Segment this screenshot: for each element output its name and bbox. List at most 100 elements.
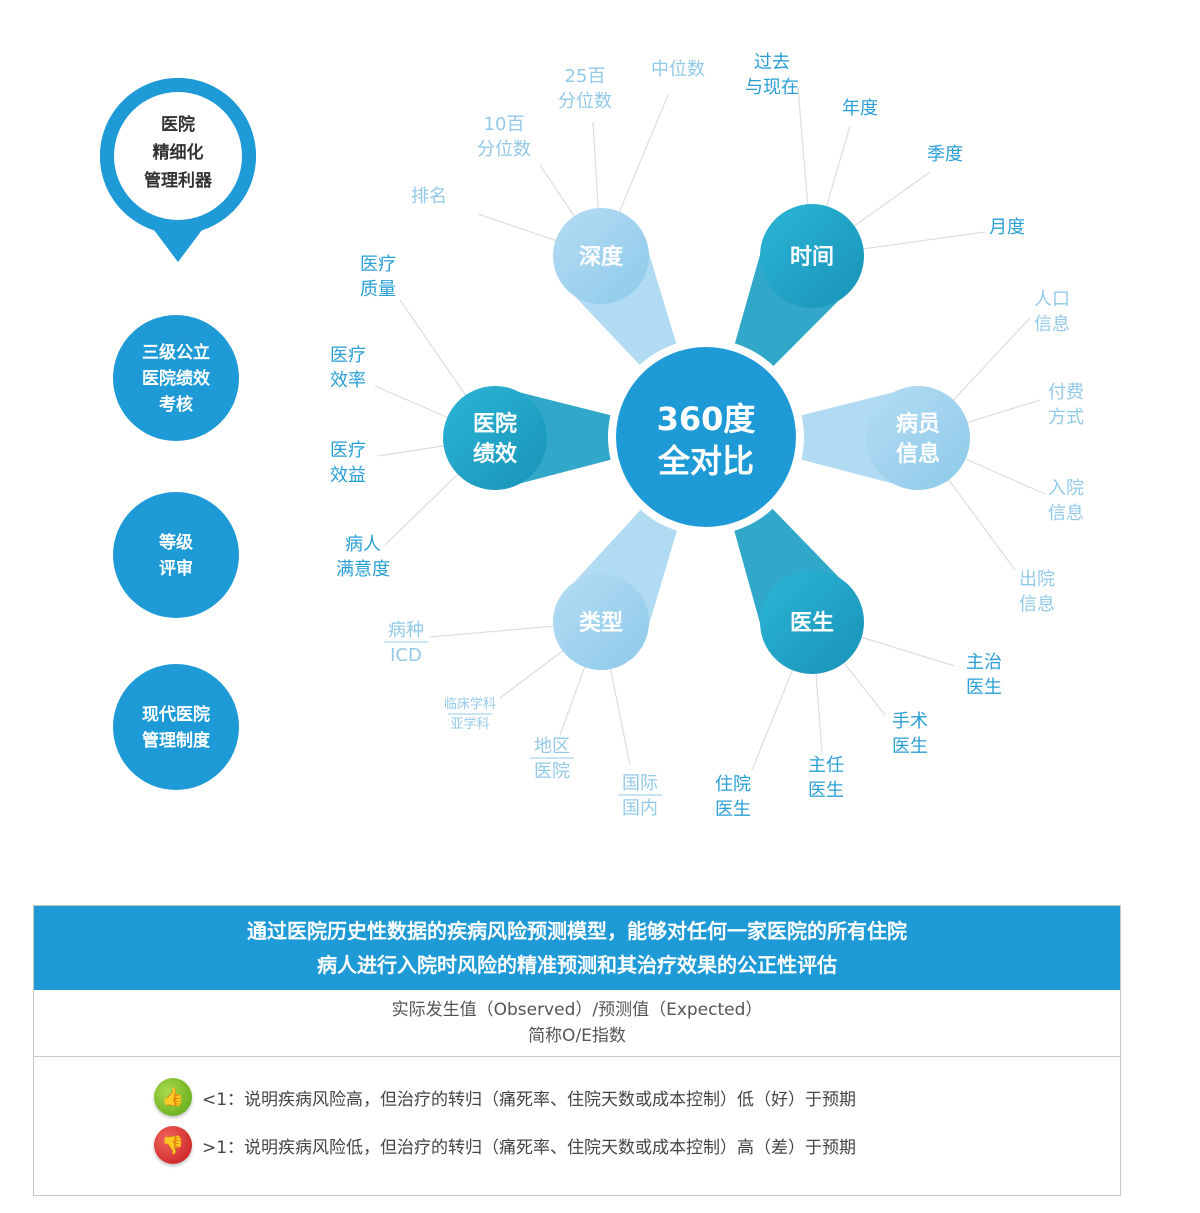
label-time-0-line-0: 过去 bbox=[754, 52, 790, 73]
sidebar-circle-3-line-1: 现代医院 bbox=[142, 704, 210, 725]
info-box: 通过医院历史性数据的疾病风险预测模型，能够对任何一家医院的所有住院 病人进行入院… bbox=[33, 905, 1121, 1196]
label-patient-3-line-1: 信息 bbox=[1019, 594, 1055, 615]
petal-circle-perf bbox=[443, 386, 547, 490]
label-time-1: 年度 bbox=[842, 98, 878, 119]
petal-circle-doctor bbox=[760, 570, 864, 674]
pin-line-3: 管理利器 bbox=[144, 170, 213, 191]
label-doctor-1-line-0: 手术 bbox=[892, 711, 928, 732]
label-depth-0: 排名 bbox=[411, 186, 447, 207]
sidebar-circle-grade: 等级 评审 bbox=[113, 492, 239, 618]
center-node: 360度 全对比 bbox=[608, 339, 804, 535]
label-time-2: 季度 bbox=[927, 144, 963, 165]
label-perf-2-line-0: 医疗 bbox=[330, 440, 366, 461]
label-patient-0-line-1: 信息 bbox=[1034, 314, 1070, 335]
petal-circle-type bbox=[553, 574, 649, 670]
thumbs-down-icon: 👎 bbox=[154, 1126, 192, 1164]
label-perf-3-line-0: 病人 bbox=[345, 534, 381, 555]
petal-perf-line-1: 绩效 bbox=[473, 441, 517, 467]
legend-good-row: 👍 <1：说明疾病风险高，但治疗的转归（痛死率、住院天数或成本控制）低（好）于预… bbox=[154, 1078, 856, 1116]
sidebar-circle-1-line-3: 考核 bbox=[158, 394, 193, 415]
petal-circle-depth bbox=[553, 208, 649, 304]
label-doctor-2-line-0: 主任 bbox=[808, 755, 844, 776]
sidebar-circle-tertiary: 三级公立 医院绩效 考核 bbox=[113, 315, 239, 441]
label-doctor-0-line-1: 医生 bbox=[966, 677, 1002, 698]
label-depth-2-line-0: 25百 bbox=[565, 66, 606, 87]
center-line-2: 全对比 bbox=[657, 442, 754, 480]
label-time-3: 月度 bbox=[989, 217, 1025, 238]
petal-depth-line-0: 深度 bbox=[579, 244, 624, 270]
label-perf-1-line-1: 效率 bbox=[330, 370, 366, 391]
legend-bad-text: >1：说明疾病风险低，但治疗的转归（痛死率、住院天数或成本控制）高（差）于预期 bbox=[202, 1137, 857, 1158]
label-doctor-1-line-1: 医生 bbox=[892, 736, 928, 757]
label-time-3-line-0: 月度 bbox=[989, 217, 1025, 238]
label-depth-2-line-1: 分位数 bbox=[558, 91, 612, 112]
label-perf-0-line-0: 医疗 bbox=[360, 254, 396, 275]
petal-circle-time bbox=[760, 204, 864, 308]
label-type-2-line-0: 地区 bbox=[534, 736, 570, 757]
label-depth-1-line-0: 10百 bbox=[484, 114, 525, 135]
label-type-3-line-1: 国内 bbox=[622, 798, 658, 819]
label-depth-3-line-0: 中位数 bbox=[651, 59, 705, 80]
label-patient-1-line-1: 方式 bbox=[1048, 407, 1084, 428]
label-patient-3-line-0: 出院 bbox=[1019, 569, 1055, 590]
sidebar-pin: 医院 精细化 管理利器 bbox=[99, 78, 256, 262]
label-doctor-3-line-1: 医生 bbox=[715, 799, 751, 820]
label-type-0-line-1: ICD bbox=[390, 645, 422, 666]
legend-good-text: <1：说明疾病风险高，但治疗的转归（痛死率、住院天数或成本控制）低（好）于预期 bbox=[202, 1089, 857, 1110]
petal-patient-line-0: 病员 bbox=[896, 411, 940, 437]
info-header-line-2: 病人进行入院时风险的精准预测和其治疗效果的公正性评估 bbox=[317, 953, 837, 977]
label-perf-1-line-0: 医疗 bbox=[330, 345, 366, 366]
label-time-2-line-0: 季度 bbox=[927, 144, 963, 165]
pin-line-1: 医院 bbox=[161, 114, 195, 135]
petal-perf-line-0: 医院 bbox=[473, 411, 517, 437]
label-perf-2-line-1: 效益 bbox=[330, 465, 366, 486]
petal-time-line-0: 时间 bbox=[790, 245, 834, 270]
info-header-line-1: 通过医院历史性数据的疾病风险预测模型，能够对任何一家医院的所有住院 bbox=[247, 919, 907, 943]
formula-line-1: 实际发生值（Observed）/预测值（Expected） bbox=[391, 1000, 763, 1020]
sidebar-circle-2-line-1: 等级 bbox=[159, 532, 193, 553]
thumbs-up-icon: 👍 bbox=[154, 1078, 192, 1116]
label-doctor-3-line-0: 住院 bbox=[715, 774, 751, 795]
info-header: 通过医院历史性数据的疾病风险预测模型，能够对任何一家医院的所有住院 病人进行入院… bbox=[34, 906, 1120, 990]
label-group: 排名10百分位数25百分位数中位数过去与现在年度季度月度人口信息付费方式入院信息… bbox=[330, 52, 1084, 820]
label-type-3-line-0: 国际 bbox=[622, 773, 658, 794]
center-line-1: 360度 bbox=[657, 400, 756, 438]
label-type-2-line-1: 医院 bbox=[534, 761, 570, 782]
label-patient-2-line-1: 信息 bbox=[1048, 503, 1084, 524]
label-depth-1-line-1: 分位数 bbox=[477, 139, 531, 160]
label-patient-1-line-0: 付费 bbox=[1048, 382, 1084, 403]
label-doctor-2-line-1: 医生 bbox=[808, 780, 844, 801]
label-depth-3: 中位数 bbox=[651, 59, 705, 80]
sidebar-circle-modern: 现代医院 管理制度 bbox=[113, 664, 239, 790]
formula-row: 实际发生值（Observed）/预测值（Expected） 简称O/E指数 bbox=[34, 990, 1120, 1057]
label-perf-0-line-1: 质量 bbox=[360, 279, 396, 300]
legend-bad-row: 👎 >1：说明疾病风险低，但治疗的转归（痛死率、住院天数或成本控制）高（差）于预… bbox=[154, 1126, 856, 1164]
label-depth-0-line-0: 排名 bbox=[411, 186, 447, 207]
petal-type-line-0: 类型 bbox=[579, 611, 623, 636]
petal-perf: 医院绩效 bbox=[443, 386, 667, 490]
label-perf-3-line-1: 满意度 bbox=[336, 559, 390, 580]
formula-line-2: 简称O/E指数 bbox=[528, 1026, 626, 1046]
sidebar-circle-2-line-2: 评审 bbox=[159, 558, 193, 579]
petal-doctor-line-0: 医生 bbox=[790, 611, 834, 636]
label-patient-2-line-0: 入院 bbox=[1048, 478, 1084, 499]
petal-patient-line-1: 信息 bbox=[896, 441, 940, 467]
sidebar-circle-1-line-2: 医院绩效 bbox=[142, 368, 210, 389]
